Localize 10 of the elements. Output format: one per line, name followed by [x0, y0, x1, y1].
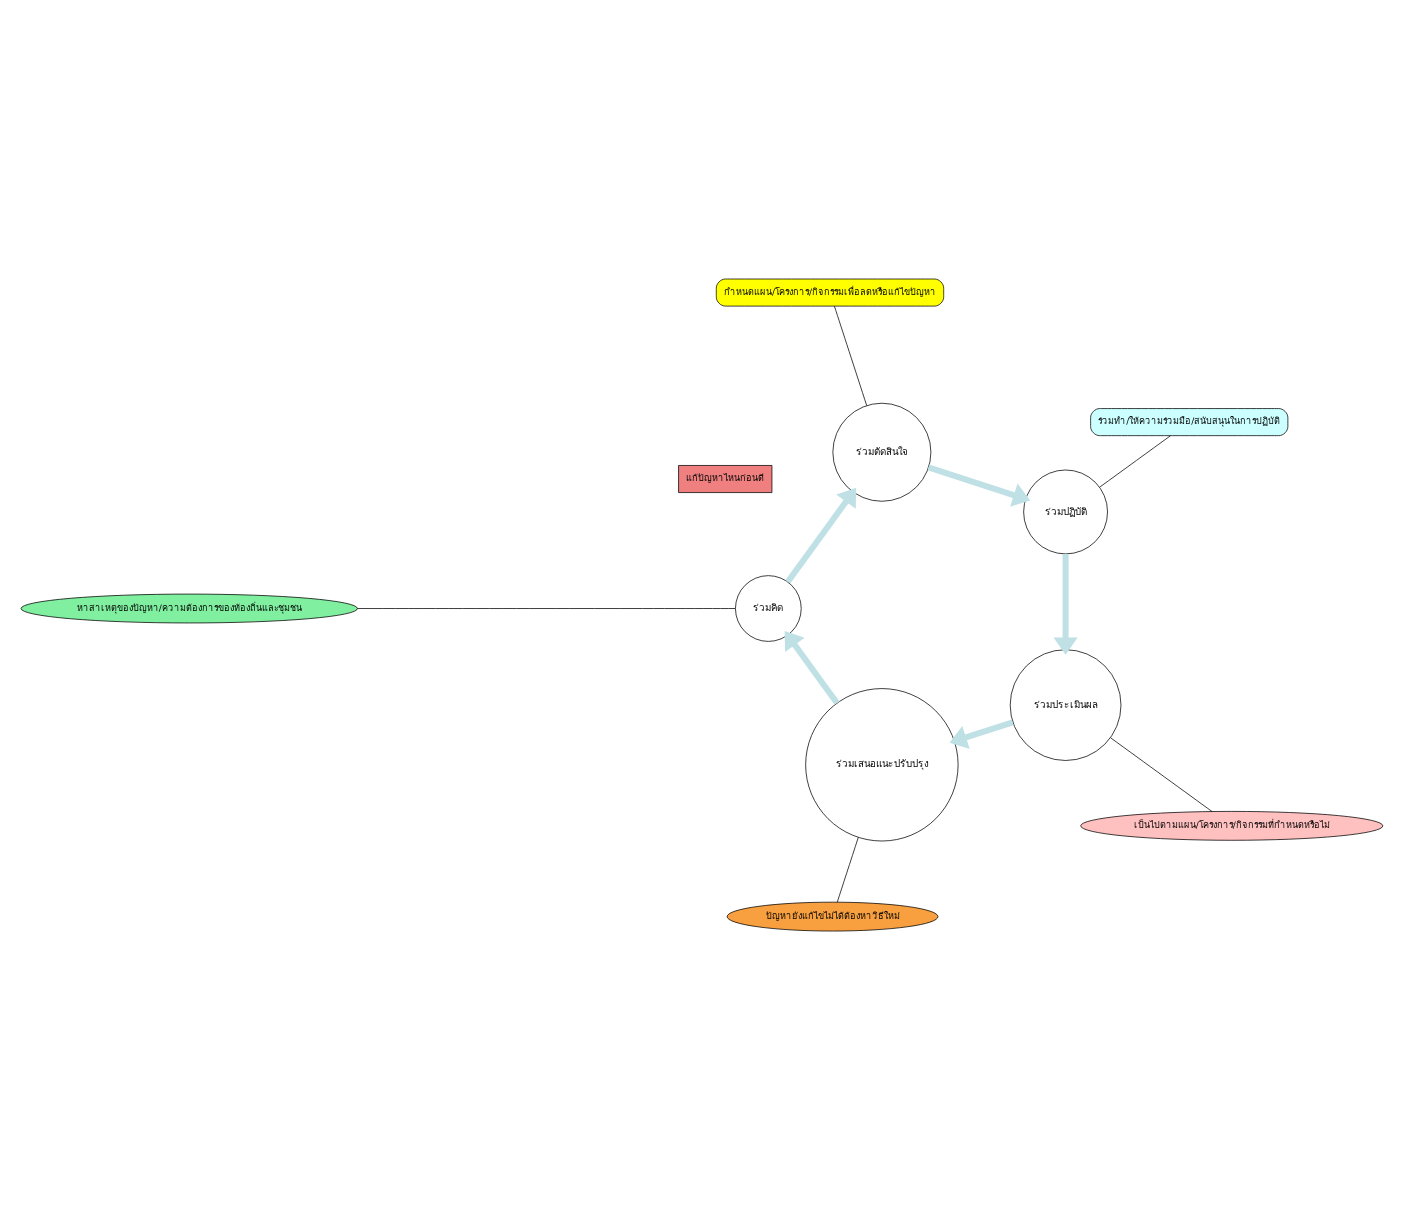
arrow — [1053, 554, 1078, 655]
connector — [1110, 737, 1213, 812]
arrow — [784, 631, 840, 705]
connector — [1099, 435, 1171, 488]
connector — [836, 836, 859, 903]
arrow — [949, 719, 1014, 749]
arrow — [785, 487, 857, 584]
connector — [357, 608, 736, 609]
arrow — [927, 464, 1031, 507]
connector — [834, 305, 868, 407]
